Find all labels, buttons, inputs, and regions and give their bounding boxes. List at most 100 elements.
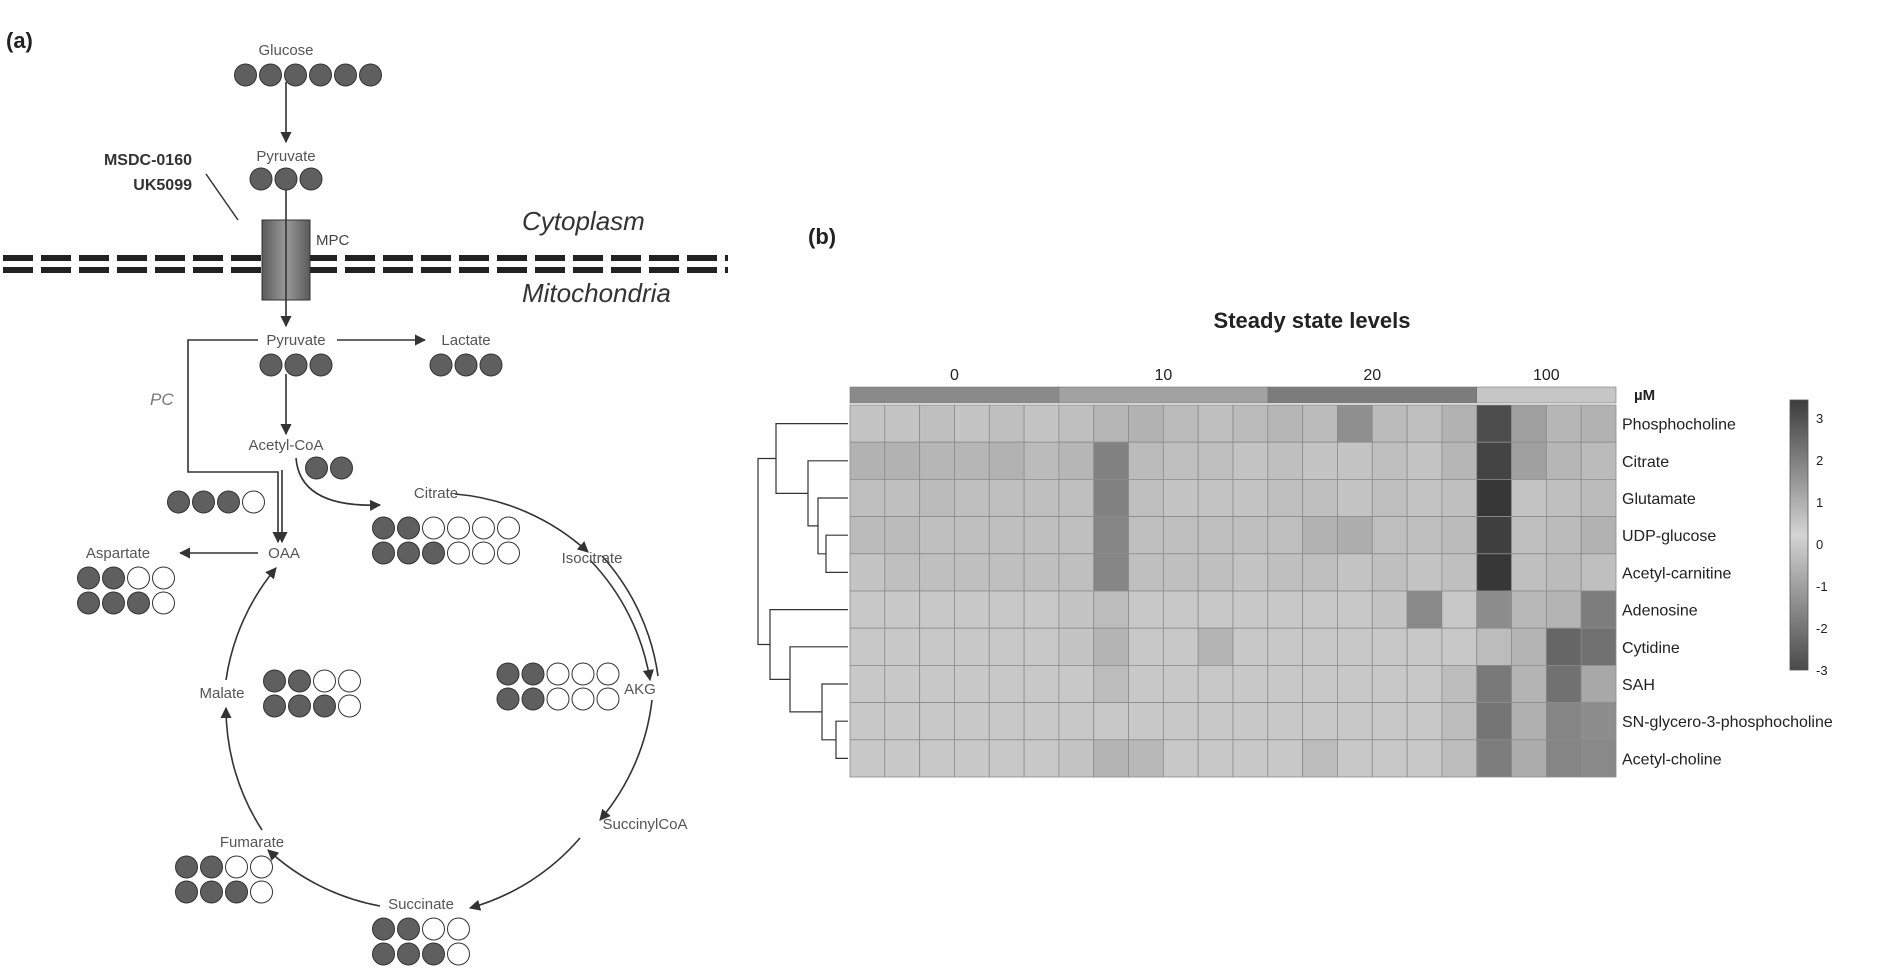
heatmap-cell — [1372, 703, 1407, 740]
labeled-carbon — [176, 856, 198, 878]
heatmap-cell — [1059, 591, 1094, 628]
heatmap-cell — [1407, 591, 1442, 628]
heatmap-cell — [885, 405, 920, 442]
heatmap-cell — [1512, 628, 1547, 665]
unit-label: µM — [1634, 387, 1655, 404]
heatmap-cell — [989, 405, 1024, 442]
heatmap-cell — [1442, 703, 1477, 740]
labeled-carbon — [398, 542, 420, 564]
heatmap-cell — [850, 554, 885, 591]
heatmap-cell — [850, 517, 885, 554]
colorbar-tick: -1 — [1816, 579, 1828, 594]
heatmap-cell — [1198, 703, 1233, 740]
heatmap-cell — [1477, 628, 1512, 665]
heatmap-cell — [920, 628, 955, 665]
labeled-carbon — [306, 457, 328, 479]
unlabeled-carbon — [547, 663, 569, 685]
group-bar-segment — [1268, 387, 1477, 403]
heatmap-cell — [850, 665, 885, 702]
heatmap-cell — [1337, 665, 1372, 702]
heatmap-cell — [885, 740, 920, 777]
inhibitor-pointer — [206, 174, 238, 220]
heatmap-cell — [1233, 554, 1268, 591]
heatmap-cell — [1442, 517, 1477, 554]
heatmap-cells — [850, 405, 1616, 777]
heatmap-cell — [850, 442, 885, 479]
heatmap-cell — [1337, 442, 1372, 479]
heatmap-cell — [1024, 442, 1059, 479]
colorbar-tick: 1 — [1816, 495, 1823, 510]
group-bar-segment — [1477, 387, 1616, 403]
heatmap-cell — [1094, 405, 1129, 442]
heatmap-cell — [1372, 479, 1407, 516]
heatmap-cell — [1268, 442, 1303, 479]
heatmap-cell — [1407, 740, 1442, 777]
panel-a-label: (a) — [6, 28, 33, 53]
panel-a: (a) MPC Cytoplasm Mitochondria MSDC-0160… — [3, 28, 728, 965]
heatmap-cell — [1059, 442, 1094, 479]
heatmap-cell — [1163, 442, 1198, 479]
unlabeled-carbon — [243, 491, 265, 513]
labeled-carbon — [373, 517, 395, 539]
heatmap-cell — [954, 628, 989, 665]
heatmap-cell — [1268, 591, 1303, 628]
row-label: Glutamate — [1622, 491, 1696, 508]
heatmap-cell — [954, 479, 989, 516]
heatmap-cell — [1059, 740, 1094, 777]
labeled-carbon — [78, 592, 100, 614]
heatmap-cell — [1546, 517, 1581, 554]
unlabeled-carbon — [226, 856, 248, 878]
metabolite-label: Acetyl-CoA — [248, 437, 323, 454]
heatmap-cell — [954, 405, 989, 442]
heatmap-cell — [1059, 479, 1094, 516]
heatmap-cell — [1129, 591, 1164, 628]
labeled-carbon — [218, 491, 240, 513]
labeled-carbon — [497, 688, 519, 710]
heatmap-cell — [1059, 628, 1094, 665]
dendrogram-branch — [770, 610, 848, 680]
heatmap-cell — [1198, 628, 1233, 665]
heatmap-cell — [1198, 517, 1233, 554]
labeled-carbon — [314, 695, 336, 717]
metabolite-label: Malate — [199, 685, 244, 702]
metabolite-label: OAA — [268, 545, 300, 562]
labeled-carbon — [423, 943, 445, 965]
dendrogram-branch — [808, 461, 848, 526]
pc-enzyme-label: PC — [150, 390, 174, 409]
heatmap-cell — [920, 442, 955, 479]
heatmap-cell — [1198, 591, 1233, 628]
heatmap-cell — [1546, 665, 1581, 702]
heatmap-cell — [1512, 405, 1547, 442]
labeled-carbon — [300, 168, 322, 190]
heatmap-cell — [1268, 665, 1303, 702]
group-annotation-bar — [850, 387, 1616, 403]
dendrogram-branch — [826, 535, 848, 572]
unlabeled-carbon — [314, 670, 336, 692]
heatmap-cell — [1546, 442, 1581, 479]
heatmap-cell — [1198, 665, 1233, 702]
heatmap-cell — [1372, 554, 1407, 591]
heatmap-cell — [1129, 628, 1164, 665]
labeled-carbon — [128, 592, 150, 614]
heatmap-cell — [885, 628, 920, 665]
colorbar-tick: 2 — [1816, 453, 1823, 468]
heatmap-cell — [1163, 554, 1198, 591]
heatmap-cell — [1512, 591, 1547, 628]
heatmap-cell — [989, 442, 1024, 479]
heatmap-cell — [1512, 479, 1547, 516]
heatmap-cell — [1477, 517, 1512, 554]
heatmap-cell — [1407, 517, 1442, 554]
unlabeled-carbon — [153, 567, 175, 589]
heatmap-cell — [1512, 517, 1547, 554]
row-label: Acetyl-carnitine — [1622, 565, 1731, 582]
heatmap-cell — [1372, 628, 1407, 665]
heatmap-cell — [1372, 591, 1407, 628]
heatmap-cell — [1129, 405, 1164, 442]
heatmap-cell — [920, 479, 955, 516]
heatmap-cell — [1303, 665, 1338, 702]
heatmap-cell — [1268, 740, 1303, 777]
unlabeled-carbon — [251, 881, 273, 903]
heatmap-cell — [1581, 517, 1616, 554]
group-label: 0 — [950, 367, 959, 384]
labeled-carbon — [193, 491, 215, 513]
